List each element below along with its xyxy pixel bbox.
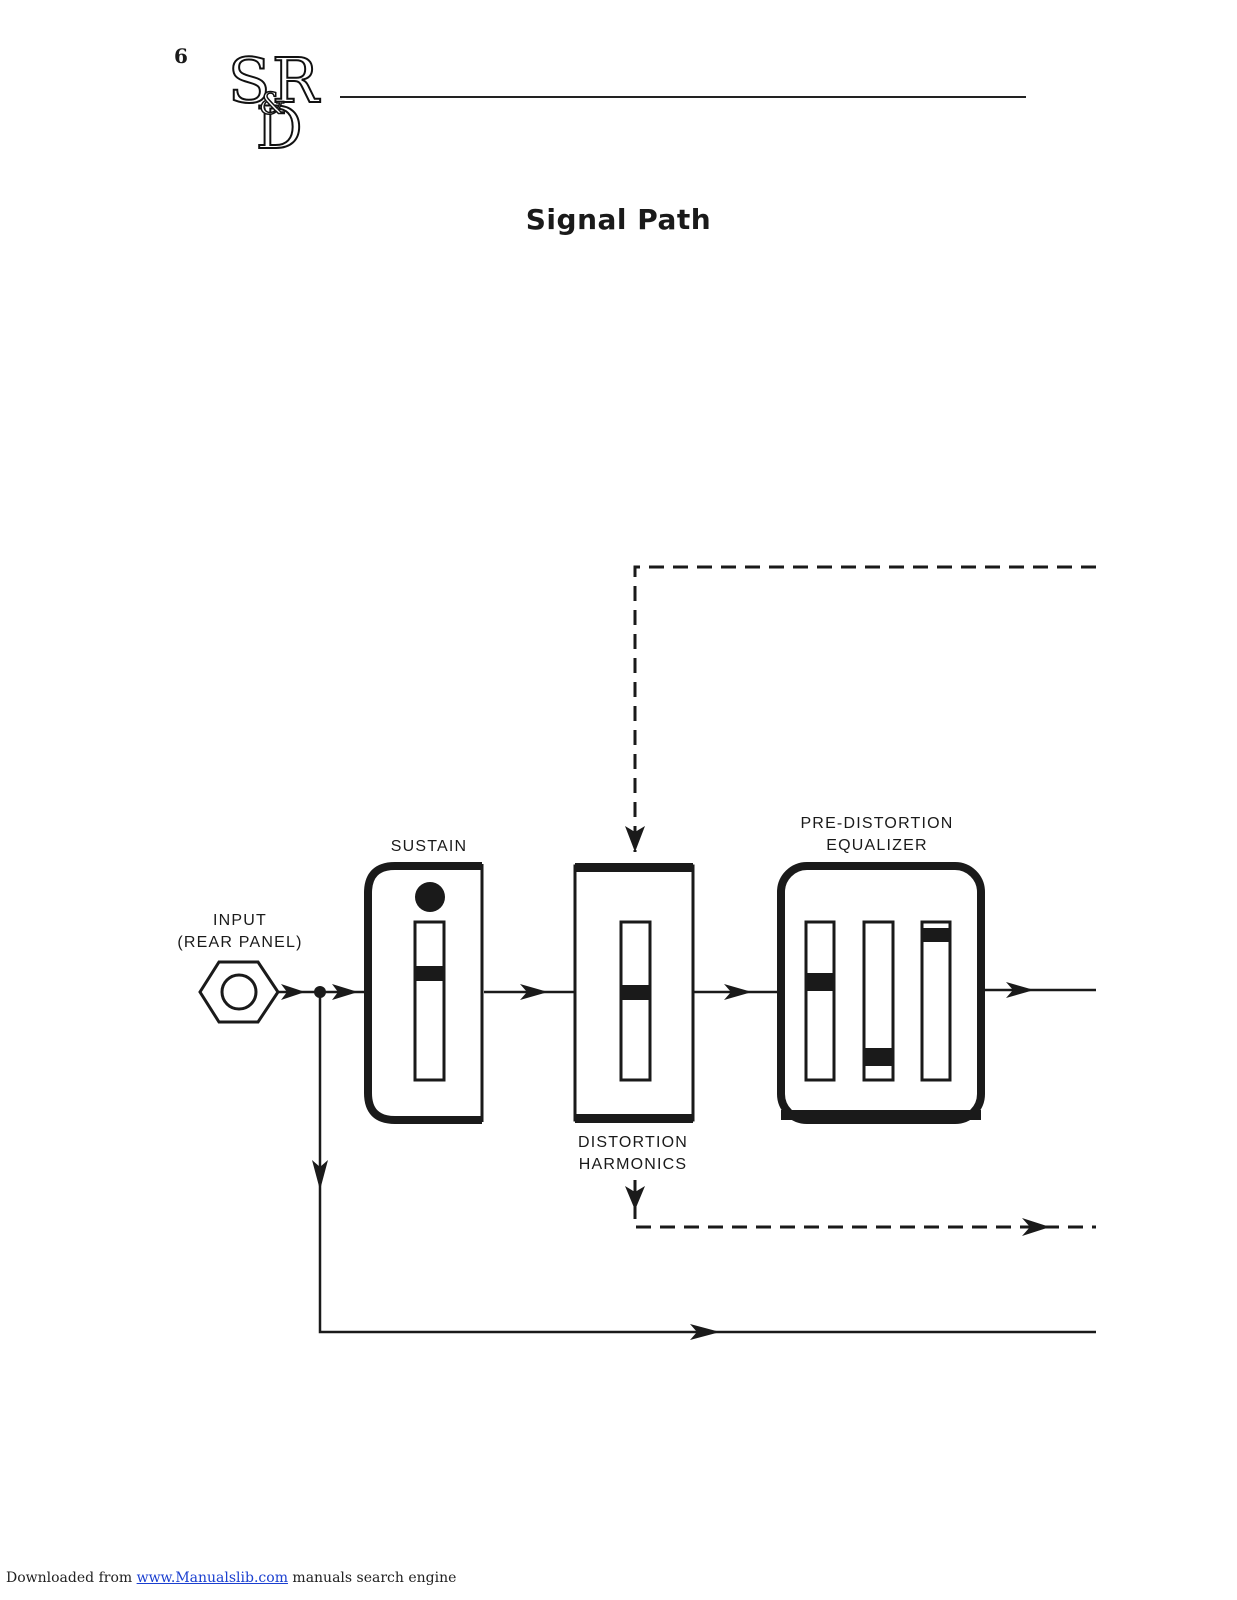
signal-arrow-input: [281, 984, 305, 1000]
manualslib-link[interactable]: www.Manualslib.com: [136, 1570, 288, 1586]
signal-arrow-to-sustain: [332, 984, 358, 1000]
logo-letter-r: R: [272, 44, 321, 117]
sr-d-logo: S R D &: [227, 44, 322, 152]
distortion-label-line2: HARMONICS: [579, 1156, 688, 1173]
logo-letter-s: S: [228, 44, 270, 117]
eq-slider-3-knob: [922, 928, 950, 942]
signal-arrow-distortion-to-eq: [724, 984, 752, 1000]
sustain-led-indicator: [415, 882, 445, 912]
input-jack-icon: [198, 960, 280, 1024]
logo-ampersand: &: [259, 87, 286, 122]
distortion-module: [573, 863, 695, 1123]
eq-slider-1-track: [804, 920, 836, 1082]
pre-distortion-label-line1: PRE-DISTORTION: [800, 815, 953, 832]
logo-letter-d: D: [256, 94, 303, 152]
dashed-feedback-arrowhead: [625, 826, 645, 852]
distortion-label-line1: DISTORTION: [578, 1134, 688, 1151]
signal-arrow-sustain-to-distortion: [520, 984, 548, 1000]
page-title: Signal Path: [525, 203, 712, 236]
sustain-slider-knob: [415, 966, 444, 981]
dashed-output-right-arrowhead: [1022, 1218, 1050, 1236]
pre-distortion-eq-module: [777, 862, 985, 1124]
pre-distortion-label-line2: EQUALIZER: [826, 837, 928, 854]
sustain-module: [364, 862, 484, 1124]
footer-suffix: manuals search engine: [287, 1570, 457, 1586]
sustain-label: SUSTAIN: [391, 838, 468, 855]
eq-slider-3-track: [920, 920, 952, 1082]
distortion-slider-knob: [621, 985, 650, 1000]
header-rule: [340, 96, 1026, 98]
dry-bypass-line: [318, 992, 1096, 1334]
dashed-output-down-arrowhead: [625, 1186, 645, 1210]
distortion-slider-track: [619, 920, 652, 1082]
input-label-line1: INPUT: [213, 912, 267, 929]
eq-slider-1-knob: [806, 973, 834, 991]
footer-prefix: Downloaded from: [6, 1570, 137, 1586]
footer: Downloaded from www.Manualslib.com manua…: [6, 1570, 456, 1586]
sustain-slider-track: [413, 920, 446, 1082]
dashed-feedback-line: [633, 565, 1096, 852]
eq-slider-2-knob: [864, 1048, 893, 1066]
dry-bypass-down-arrowhead: [312, 1160, 328, 1190]
page-number: 6: [174, 44, 188, 68]
signal-arrow-eq-out: [1006, 982, 1034, 998]
input-label-line2: (REAR PANEL): [177, 934, 302, 951]
dry-bypass-right-arrowhead: [690, 1324, 720, 1340]
